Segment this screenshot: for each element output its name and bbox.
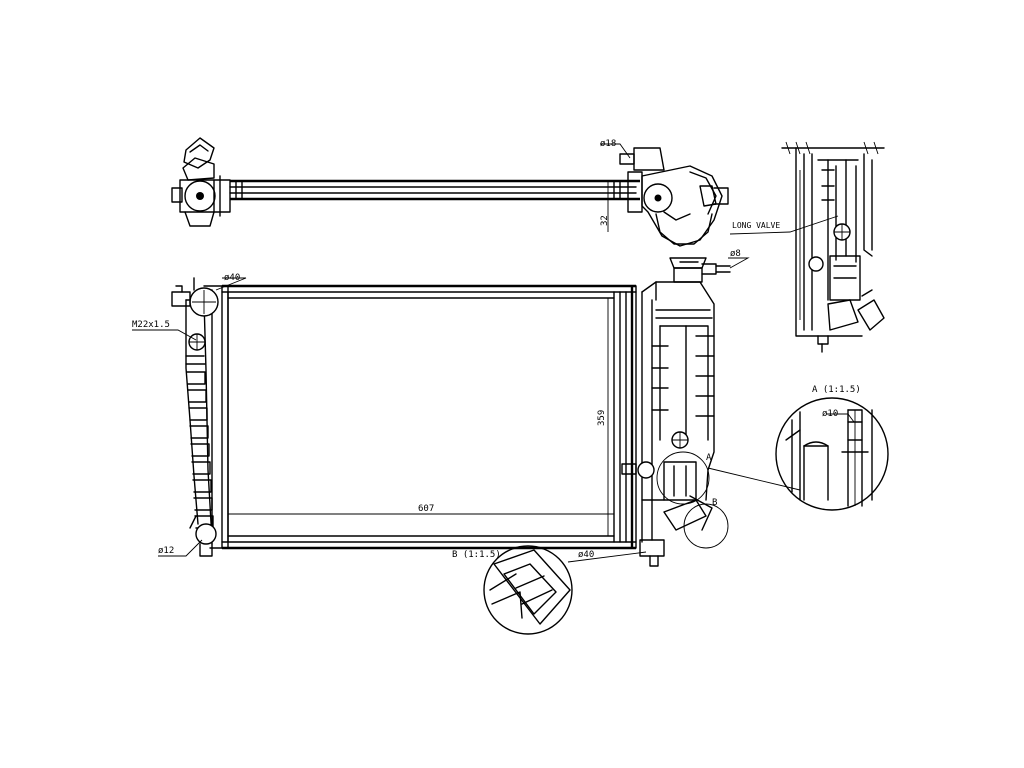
label-detail-b-diameter: ø40 [578,550,594,560]
leader-lines [132,143,855,563]
marker-circle-b [683,503,729,549]
marker-circle-a [656,451,710,505]
label-top-height: 32 [600,215,610,226]
front-view [171,257,731,567]
radiator-core [221,284,643,550]
detail-b [483,545,573,635]
label-core-width: 607 [418,504,434,514]
detail-a [775,397,889,511]
label-marker-b: B [712,498,717,508]
side-detail-valve [781,141,885,353]
label-top-diameter: ø18 [600,139,616,149]
label-long-valve: LONG VALVE [732,221,780,230]
left-tank [171,277,229,557]
label-detail-a-diameter: ø10 [822,409,838,419]
label-detail-b-title: B (1:1.5) [452,550,501,560]
dimension-labels: ø18 32 ø40 M22x1.5 ø12 607 359 ø8 A B A … [132,139,861,560]
top-view-right-tank [619,147,729,247]
label-left-diameter: ø40 [224,273,240,283]
dimension-359 [604,297,612,537]
top-view-left-fitting [171,137,231,227]
label-left-thread: M22x1.5 [132,320,170,330]
top-view [171,137,729,247]
label-marker-a: A [706,453,712,463]
right-expansion-tank [621,257,731,567]
label-detail-a-title: A (1:1.5) [812,385,861,395]
top-view-core-bar [229,179,640,201]
dimension-607 [227,510,615,518]
label-tank-diameter: ø8 [730,249,741,259]
label-left-bottom-diameter: ø12 [158,546,174,556]
label-core-height: 359 [597,410,607,426]
top-view-dimension-32 [604,180,612,232]
